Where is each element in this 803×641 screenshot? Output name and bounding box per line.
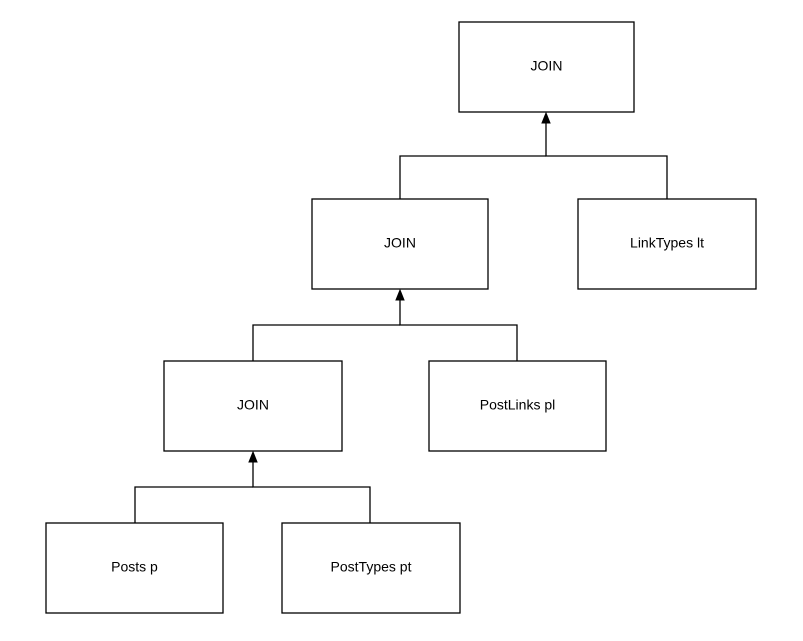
node-join-top-box [458,21,635,113]
node-join-bottom-box [163,360,343,452]
arrowhead-join-middle [395,288,405,301]
node-link-types-box [577,198,757,290]
connectors [134,111,668,523]
node-post-links: PostLinks pl [428,360,607,452]
node-posts: Posts p [45,522,224,614]
edge-posts-to-join-bottom [134,486,253,523]
edge-join-bottom-to-join-middle [252,324,400,361]
node-post-types-label: PostTypes pt [331,559,412,575]
node-join-bottom: JOIN [163,360,343,452]
node-join-top: JOIN [458,21,635,113]
node-join-middle-box [311,198,489,290]
edge-post-links-to-join-middle [399,297,518,361]
node-join-bottom-label: JOIN [237,397,269,413]
node-posts-box [45,522,224,614]
node-post-links-box [428,360,607,452]
node-post-links-label: PostLinks pl [480,397,555,413]
node-join-middle-label: JOIN [384,235,416,251]
node-join-top-label: JOIN [531,58,563,74]
node-post-types: PostTypes pt [281,522,461,614]
arrowhead-join-bottom [248,450,258,463]
arrowhead-join-top [541,111,551,124]
node-link-types: LinkTypes lt [577,198,757,290]
node-link-types-label: LinkTypes lt [630,235,704,251]
edge-join-middle-to-join-top [399,155,546,199]
node-post-types-box [281,522,461,614]
edge-link-types-to-join-top [545,120,668,199]
node-posts-label: Posts p [111,559,158,575]
edge-post-types-to-join-bottom [252,459,371,523]
node-join-middle: JOIN [311,198,489,290]
